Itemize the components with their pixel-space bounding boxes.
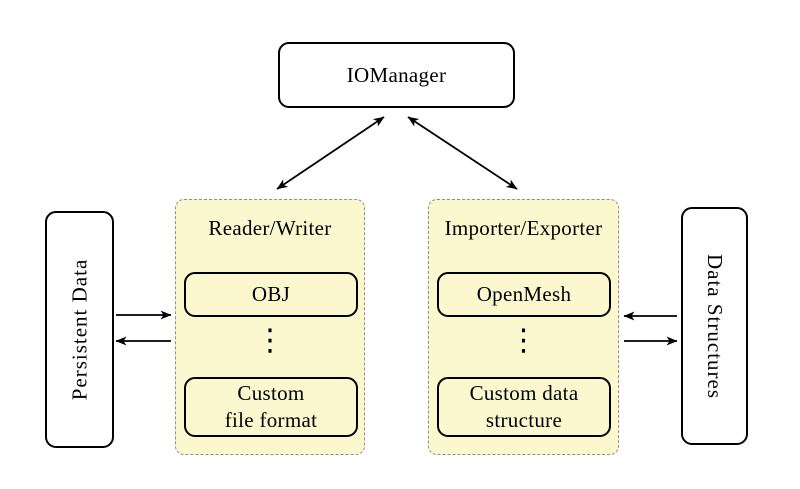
arrow-iomanager-importerexporter [407,116,518,190]
node-openmesh: OpenMesh [437,272,611,317]
persistent-data-label: Persistent Data [67,258,91,401]
node-obj: OBJ [184,272,358,317]
reader-writer-title: Reader/Writer [208,216,332,240]
vertical-ellipsis: ⋮ [255,323,285,358]
custom-data-structure-label: Custom data structure [469,381,579,432]
importer-exporter-title: Importer/Exporter [444,216,603,240]
iomanager-label: IOManager [346,62,447,87]
custom-file-format-label: Custom file format [224,381,318,432]
node-custom-data-structure: Custom data structure [437,377,611,437]
arrow-iomanager-readerwriter [276,116,385,190]
vertical-ellipsis: ⋮ [508,323,539,358]
node-iomanager: IOManager [278,42,515,108]
group-importer-exporter: Importer/Exporter OpenMesh ⋮ Custom data… [428,199,619,455]
obj-label: OBJ [251,282,291,307]
node-custom-file-format: Custom file format [184,377,358,437]
group-reader-writer: Reader/Writer OBJ ⋮ Custom file format [175,199,365,455]
node-data-structures: Data Structures [681,207,748,445]
data-structures-label: Data Structures [703,253,728,399]
openmesh-label: OpenMesh [476,282,572,307]
node-persistent-data: Persistent Data [45,211,114,448]
